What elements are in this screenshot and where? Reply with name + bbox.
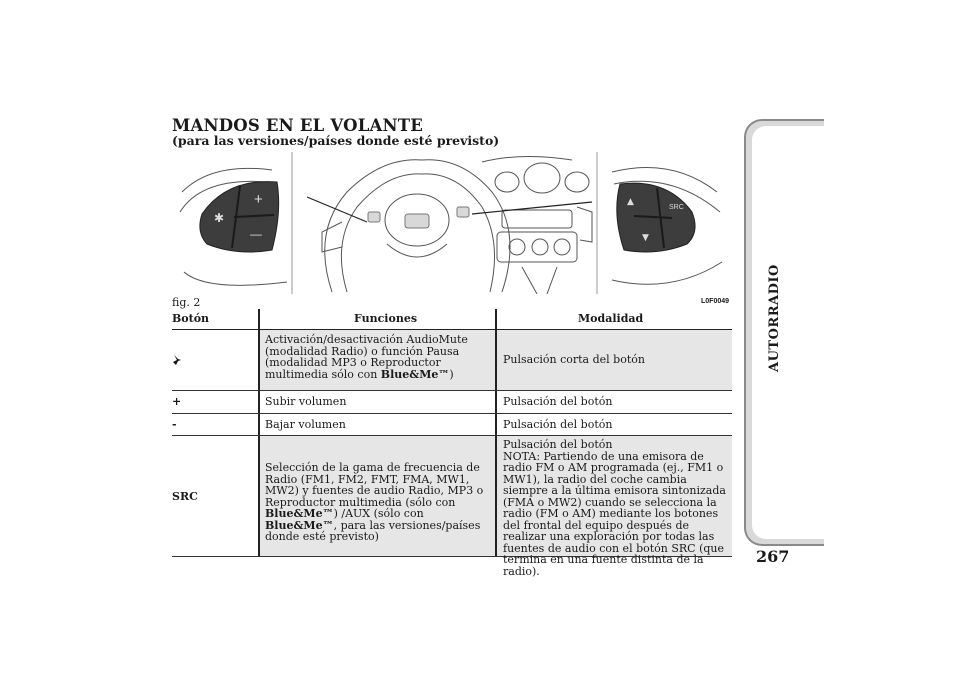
controls-table: Botón Funciones Modalidad Activación/des…	[172, 309, 732, 577]
header-functions: Funciones	[354, 312, 418, 325]
mute-button-icon	[172, 354, 182, 369]
steering-wheel-illustration: + — ✱ ▲ SRC ▼	[172, 152, 732, 295]
row-function: Subir volumen	[265, 395, 347, 408]
row-button: -	[172, 418, 177, 431]
row-button: +	[172, 395, 182, 408]
mute-symbol: ✱	[214, 211, 224, 225]
table-row: + Subir volumen Pulsación del botón	[172, 391, 732, 414]
volume-up-symbol: +	[254, 191, 263, 208]
chapter-tab-inner	[752, 126, 824, 539]
table-row: SRC Selección de la gama de frecuencia d…	[172, 436, 732, 577]
row-mode: Pulsación del botón	[503, 418, 613, 431]
chapter-label: AUTORRADIO	[767, 264, 782, 372]
seek-down-symbol: ▼	[642, 233, 649, 243]
page-number: 267	[756, 547, 790, 566]
figure-label: fig. 2	[172, 296, 201, 309]
row-function: Selección de la gama de frecuencia de Ra…	[265, 461, 484, 543]
table-row: Activación/desactivación AudioMute (moda…	[172, 330, 732, 391]
left-button-pad: + — ✱	[199, 181, 280, 253]
illustration-svg: + — ✱ ▲ SRC ▼	[179, 152, 723, 295]
right-button-pad: ▲ SRC ▼	[616, 182, 696, 253]
row-mode: Pulsación del botón	[503, 395, 613, 408]
seek-up-symbol: ▲	[627, 197, 634, 207]
row-button: SRC	[172, 490, 198, 503]
section-title: MANDOS EN EL VOLANTE	[172, 116, 424, 135]
table-header: Botón Funciones Modalidad	[172, 309, 732, 330]
row-function: Activación/desactivación AudioMute (moda…	[265, 333, 468, 381]
row-mode: Pulsación del botón NOTA: Partiendo de u…	[503, 438, 726, 578]
src-symbol: SRC	[669, 204, 684, 211]
volume-down-symbol: —	[250, 227, 262, 241]
header-button: Botón	[172, 312, 210, 325]
row-function: Bajar volumen	[265, 418, 346, 431]
row-mode: Pulsación corta del botón	[503, 353, 645, 366]
header-mode: Modalidad	[578, 312, 644, 325]
section-subtitle: (para las versiones/países donde esté pr…	[172, 133, 500, 148]
table-row: - Bajar volumen Pulsación del botón	[172, 414, 732, 436]
figure-code: L0F0049	[701, 298, 730, 305]
